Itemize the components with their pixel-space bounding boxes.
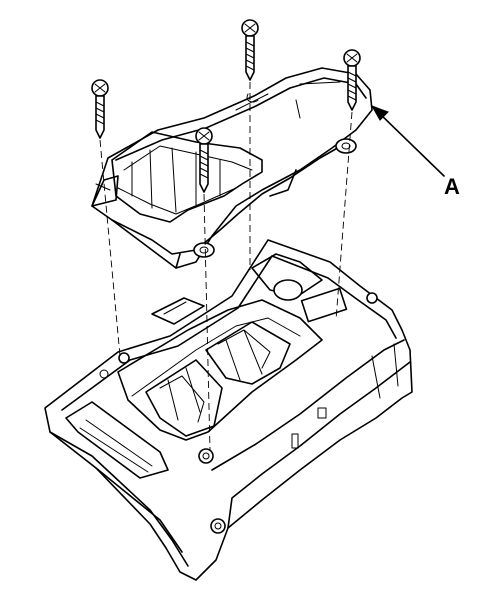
screw-top-right — [343, 49, 361, 111]
callout-a: A — [370, 105, 460, 199]
console-housing — [44, 239, 413, 581]
screw-middle — [195, 127, 213, 193]
callout-a-label: A — [444, 174, 460, 199]
screw-top-center — [241, 19, 259, 81]
alignment-lines — [99, 82, 353, 451]
module-a — [91, 67, 373, 269]
screw-left — [91, 79, 109, 139]
